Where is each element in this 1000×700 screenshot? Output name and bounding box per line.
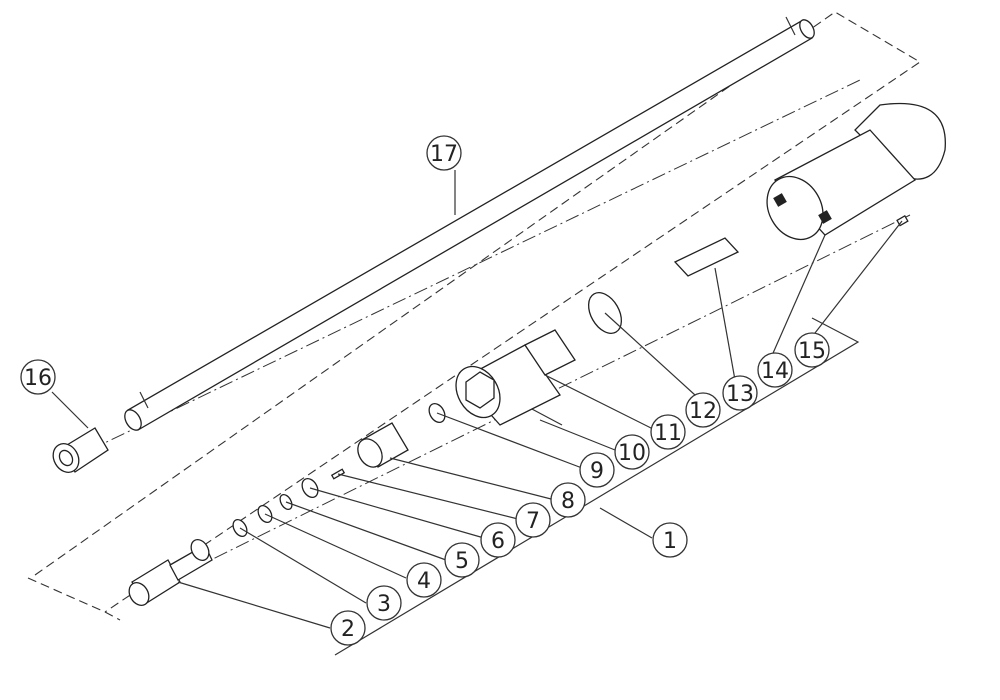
callout-6: 6 — [480, 522, 516, 558]
valve-body-part-11 — [455, 329, 576, 426]
callout-label-10: 10 — [618, 441, 646, 466]
callout-label-14: 14 — [761, 359, 789, 384]
assembly-group-frame — [27, 577, 121, 621]
callout-14: 14 — [757, 352, 793, 388]
callout-label-13: 13 — [726, 382, 754, 407]
callout-4: 4 — [406, 562, 442, 598]
callout-label-11: 11 — [654, 421, 682, 446]
pin-part-10 — [529, 407, 563, 426]
callout-5: 5 — [444, 542, 480, 578]
callout-9: 9 — [579, 452, 615, 488]
callout-2: 2 — [330, 610, 366, 646]
callout-8: 8 — [550, 482, 586, 518]
callout-12: 12 — [685, 392, 721, 428]
callout-11: 11 — [650, 414, 686, 450]
lance-group-frame — [34, 11, 922, 613]
tube-part-17 — [124, 16, 815, 431]
screw-part-15 — [896, 215, 909, 227]
callout-label-15: 15 — [798, 339, 826, 364]
callout-label-16: 16 — [24, 366, 52, 391]
callout-15: 15 — [794, 332, 830, 368]
callout-label-17: 17 — [430, 142, 458, 167]
callout-7: 7 — [515, 502, 551, 538]
callout-label-3: 3 — [377, 592, 391, 617]
callout-label-2: 2 — [341, 617, 355, 642]
callout-label-4: 4 — [417, 569, 431, 594]
callout-label-12: 12 — [689, 399, 717, 424]
callout-label-6: 6 — [491, 529, 505, 554]
plate-part-13 — [673, 237, 740, 277]
leader-lines — [51, 170, 903, 629]
callout-17: 17 — [426, 135, 462, 171]
coupler-part-2 — [128, 539, 213, 606]
assembly-axis — [149, 214, 911, 591]
callout-label-9: 9 — [590, 459, 604, 484]
callout-label-1: 1 — [663, 529, 677, 554]
callout-label-7: 7 — [526, 509, 540, 534]
sleeve-part-8 — [357, 422, 409, 468]
handle-part-14 — [766, 102, 946, 241]
callout-10: 10 — [614, 434, 650, 470]
callout-label-8: 8 — [561, 489, 575, 514]
callout-16: 16 — [20, 359, 56, 395]
callout-3: 3 — [366, 585, 402, 621]
hex-nut-part-16 — [52, 427, 109, 473]
callout-1: 1 — [652, 522, 688, 558]
callout-label-5: 5 — [455, 549, 469, 574]
callout-13: 13 — [722, 375, 758, 411]
lance-axis — [89, 79, 861, 451]
